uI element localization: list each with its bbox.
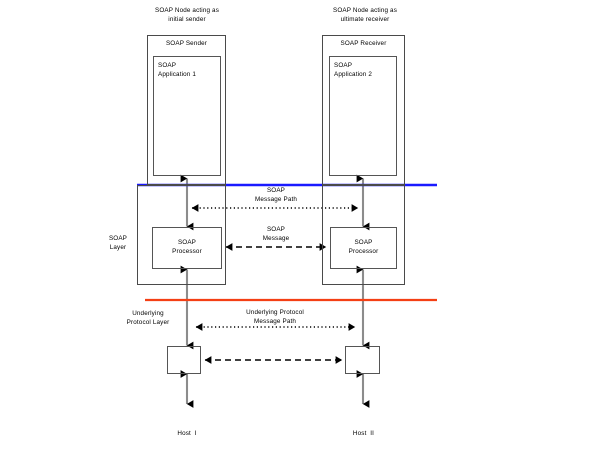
- left-soap-processor-label: SOAP Processor: [172, 239, 202, 255]
- right-host-label: Host II: [352, 430, 375, 437]
- soap-message-path-label: SOAP Message Path: [254, 187, 298, 203]
- right-soap-layer-container: [322, 185, 405, 285]
- soap-receiver-node-box: [322, 35, 405, 185]
- soap-application-1-box: [153, 56, 221, 176]
- right-soap-processor-box: [330, 227, 397, 269]
- underlying-protocol-layer-label: Underlying Protocol Layer: [126, 310, 170, 326]
- soap-application-2-box: [329, 56, 397, 176]
- underlying-protocol-message-path-label: Underlying Protocol Message Path: [246, 309, 304, 325]
- soap-sender-node-box: [147, 35, 226, 185]
- right-node-title: SOAP Node acting as ultimate receiver: [333, 7, 397, 23]
- right-soap-processor-label: SOAP Processor: [348, 239, 379, 255]
- left-node-title: SOAP Node acting as initial sender: [155, 7, 219, 23]
- soap-sender-label: SOAP Sender: [165, 40, 208, 47]
- soap-application-2-label: SOAP Application 2: [334, 62, 373, 78]
- soap-message-label: SOAP Message: [262, 226, 290, 242]
- right-transport-box: [345, 346, 380, 374]
- soap-receiver-label: SOAP Receiver: [340, 40, 387, 47]
- soap-application-1-label: SOAP Application 1: [158, 62, 197, 78]
- left-soap-layer-container: [137, 185, 226, 285]
- soap-layer-label: SOAP Layer: [108, 235, 128, 251]
- left-host-label: Host I: [177, 430, 197, 437]
- left-soap-processor-box: [152, 227, 222, 269]
- left-transport-box: [167, 346, 201, 374]
